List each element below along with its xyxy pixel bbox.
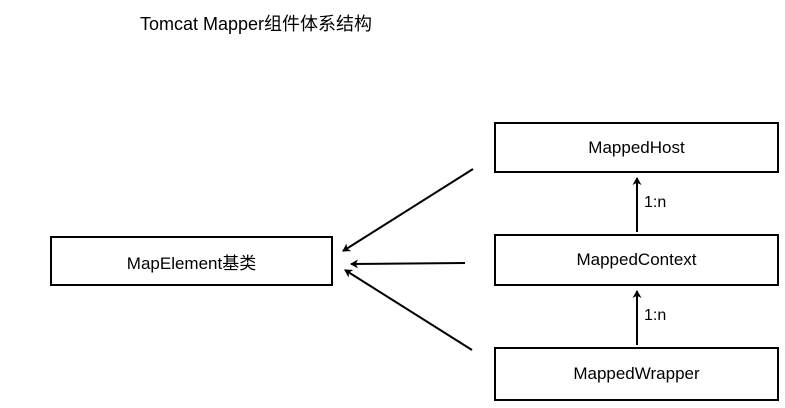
node-map-element-label: MapElement基类 [126,253,257,273]
arrow-wrapper-to-element [344,269,473,351]
diagram-title: Tomcat Mapper组件体系结构 [140,14,373,34]
edge-label-context-to-host: 1:n [644,194,667,211]
node-mapped-wrapper: MappedWrapper [494,347,779,401]
node-mapped-wrapper-label: MappedWrapper [573,364,700,383]
arrow-context-to-element [350,259,466,269]
node-mapped-context: MappedContext [494,234,779,286]
node-mapped-host-label: MappedHost [588,137,685,157]
edge-label-wrapper-to-context: 1:n [644,307,667,324]
node-mapped-host: MappedHost [494,122,779,173]
node-map-element-base: MapElement基类 [50,236,333,286]
arrow-host-to-element [342,168,474,252]
node-mapped-context-label: MappedContext [576,250,697,269]
